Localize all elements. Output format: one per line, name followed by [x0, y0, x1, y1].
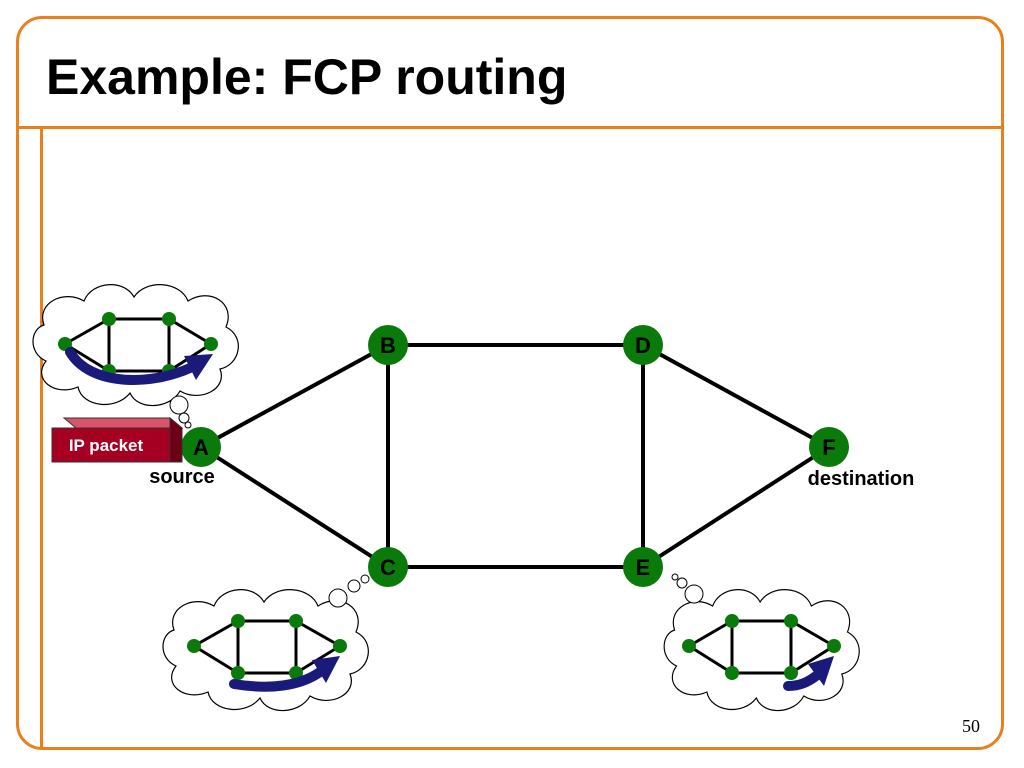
route-arrow-e — [783, 656, 834, 691]
source-label: source — [149, 466, 215, 488]
node-b: B — [368, 325, 408, 365]
link-d-f — [642, 343, 830, 449]
link-e-f — [641, 445, 831, 569]
node-f-label: F — [822, 435, 835, 460]
node-f: F — [809, 427, 849, 467]
node-c-label: C — [380, 555, 396, 580]
slide-frame — [16, 16, 1004, 750]
node-e-label: E — [636, 555, 651, 580]
node-a: A — [181, 427, 221, 467]
page-number: 50 — [962, 716, 980, 736]
mini-network-e — [682, 614, 841, 680]
node-b-label: B — [380, 333, 396, 358]
link-a-c — [199, 445, 390, 569]
route-arrow-a — [65, 347, 213, 385]
node-a-label: A — [193, 435, 209, 460]
node-c: C — [368, 547, 408, 587]
ip-packet: IP packet — [51, 416, 184, 463]
mini-network-c — [187, 614, 347, 680]
node-d-label: D — [635, 333, 651, 358]
thought-bubble-e — [663, 573, 860, 712]
network-links — [199, 343, 831, 569]
thought-bubble-a — [32, 284, 239, 429]
slide-title: Example: FCP routing — [46, 49, 568, 105]
node-e: E — [623, 547, 663, 587]
side-divider — [40, 126, 43, 750]
title-divider — [16, 126, 1004, 129]
ip-packet-label: IP packet — [69, 436, 144, 455]
node-d: D — [623, 325, 663, 365]
destination-label: destination — [808, 468, 915, 490]
route-arrow-c — [229, 656, 340, 692]
thought-bubble-c — [162, 574, 370, 712]
link-a-b — [200, 343, 389, 449]
